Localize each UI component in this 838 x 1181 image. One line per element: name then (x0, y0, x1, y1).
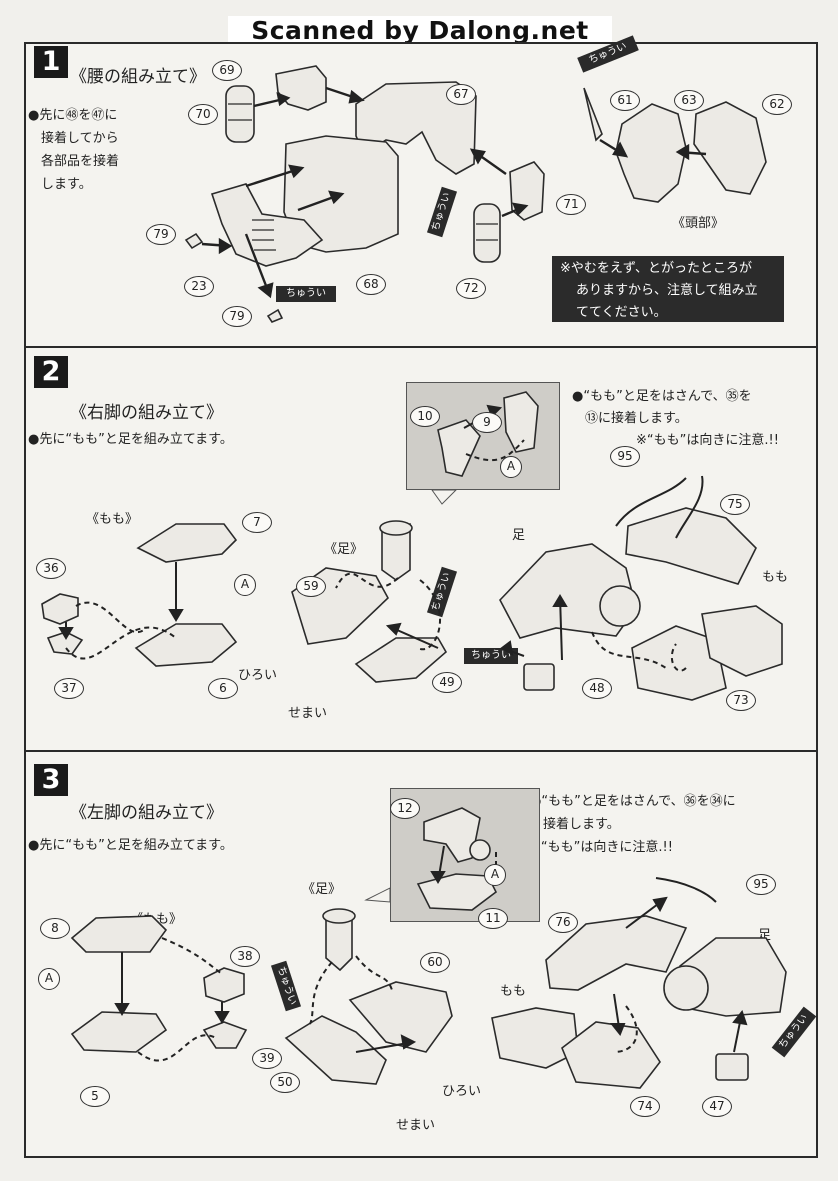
warning-line: ててください。 (576, 305, 667, 320)
thigh-side-label: もも (762, 570, 789, 585)
step-right-instructions: ●“もも”と足をはさんで、㊱を㉞に 接着します。 ※“もも”は向きに注意.!! (530, 790, 736, 859)
step-number: 1 (34, 46, 68, 78)
instruction-line: 接着します。 (543, 817, 620, 832)
foot-label: 《足》 (302, 882, 342, 897)
thigh-side-label: もも (500, 984, 527, 999)
part-callout-95: 95 (610, 446, 640, 467)
head-label: 《頭部》 (672, 216, 725, 231)
step-3-panel: 3 《左脚の組み立て》 ●先に“もも”と足を組み立てます。 ●“もも”と足をはさ… (24, 750, 818, 1158)
part-callout-79b: 79 (222, 306, 252, 327)
narrow-label: せまい (288, 706, 328, 721)
part-callout-69: 69 (212, 60, 242, 81)
part-callout-11: 11 (478, 908, 508, 929)
caution-tag: ちゅうい (464, 648, 518, 664)
part-callout-70: 70 (188, 104, 218, 125)
part-callout-61: 61 (610, 90, 640, 111)
warning-box: ※やむをえず、とがったところが ありますから、注意して組み立 ててください。 (552, 256, 784, 322)
part-callout-62: 62 (762, 94, 792, 115)
caution-tag: ちゅうい (276, 286, 336, 302)
step-title: 《腰の組み立て》 (70, 67, 206, 87)
part-callout-68: 68 (356, 274, 386, 295)
part-callout-50: 50 (270, 1072, 300, 1093)
part-callout-47: 47 (702, 1096, 732, 1117)
step-instruction: ●先に“もも”と足を組み立てます。 (28, 432, 233, 447)
part-callout-63: 63 (674, 90, 704, 111)
part-callout-71: 71 (556, 194, 586, 215)
part-callout-7: 7 (242, 512, 272, 533)
part-callout-9: 9 (472, 412, 502, 433)
part-callout-72: 72 (456, 278, 486, 299)
part-callout-74: 74 (630, 1096, 660, 1117)
foot-label: 《足》 (324, 542, 364, 557)
part-callout-8: 8 (40, 918, 70, 939)
part-callout-10: 10 (410, 406, 440, 427)
step-instructions: ●先に㊽を㊼に 接着してから 各部品を接着 します。 (28, 104, 119, 196)
part-callout-37: 37 (54, 678, 84, 699)
part-callout-A-thigh: A (38, 968, 60, 990)
waist-assembly-drawing (184, 65, 767, 323)
part-callout-39: 39 (252, 1048, 282, 1069)
step-instruction: ●先に“もも”と足を組み立てます。 (28, 838, 233, 853)
part-callout-5: 5 (80, 1086, 110, 1107)
instruction-line: します。 (41, 177, 92, 192)
right-leg-drawing (41, 391, 783, 701)
wide-label: ひろい (442, 1084, 482, 1099)
instruction-line: 接着してから (41, 131, 119, 146)
instruction-line: ⑬に接着します。 (585, 411, 688, 426)
part-callout-95: 95 (746, 874, 776, 895)
instruction-line: ●先に㊽を㊼に (28, 108, 118, 123)
part-callout-60: 60 (420, 952, 450, 973)
instruction-line: ※“もも”は向きに注意.!! (530, 840, 673, 855)
part-callout-A-thigh: A (234, 574, 256, 596)
part-callout-38: 38 (230, 946, 260, 967)
left-leg-drawing (70, 807, 787, 1089)
step-2-panel: 2 《右脚の組み立て》 ●先に“もも”と足を組み立てます。 ●“もも”と足をはさ… (24, 346, 818, 750)
step-title: 《右脚の組み立て》 (70, 403, 223, 423)
part-callout-6: 6 (208, 678, 238, 699)
part-callout-36: 36 (36, 558, 66, 579)
step-title: 《左脚の組み立て》 (70, 803, 223, 823)
narrow-label: せまい (396, 1118, 436, 1133)
step-number: 2 (34, 356, 68, 388)
part-callout-A: A (500, 456, 522, 478)
part-callout-79: 79 (146, 224, 176, 245)
part-callout-73: 73 (726, 690, 756, 711)
scan-watermark: Scanned by Dalong.net (228, 16, 612, 46)
part-callout-76: 76 (548, 912, 578, 933)
instruction-line: ●“もも”と足をはさんで、㉟を (572, 389, 752, 404)
instruction-line: ●“もも”と足をはさんで、㊱を㉞に (530, 794, 736, 809)
wide-label: ひろい (238, 668, 278, 683)
thigh-label: 《もも》 (86, 512, 139, 527)
part-callout-59: 59 (296, 576, 326, 597)
part-callout-48: 48 (582, 678, 612, 699)
part-callout-75: 75 (720, 494, 750, 515)
part-callout-12: 12 (390, 798, 420, 819)
step-1-panel: 1 《腰の組み立て》 ●先に㊽を㊼に 接着してから 各部品を接着 します。 《頭… (24, 35, 818, 346)
step-right-instructions: ●“もも”と足をはさんで、㉟を ⑬に接着します。 ※“もも”は向きに注意.!! (572, 386, 779, 452)
part-callout-A: A (484, 864, 506, 886)
foot-side-label: 足 (512, 528, 526, 543)
warning-line: ありますから、注意して組み立 (576, 283, 758, 298)
part-callout-23: 23 (184, 276, 214, 297)
instruction-line: ※“もも”は向きに注意.!! (636, 433, 779, 448)
part-callout-67: 67 (446, 84, 476, 105)
step-number: 3 (34, 764, 68, 796)
instruction-line: 各部品を接着 (41, 154, 120, 169)
part-callout-49: 49 (432, 672, 462, 693)
warning-line: ※やむをえず、とがったところが (560, 261, 752, 276)
